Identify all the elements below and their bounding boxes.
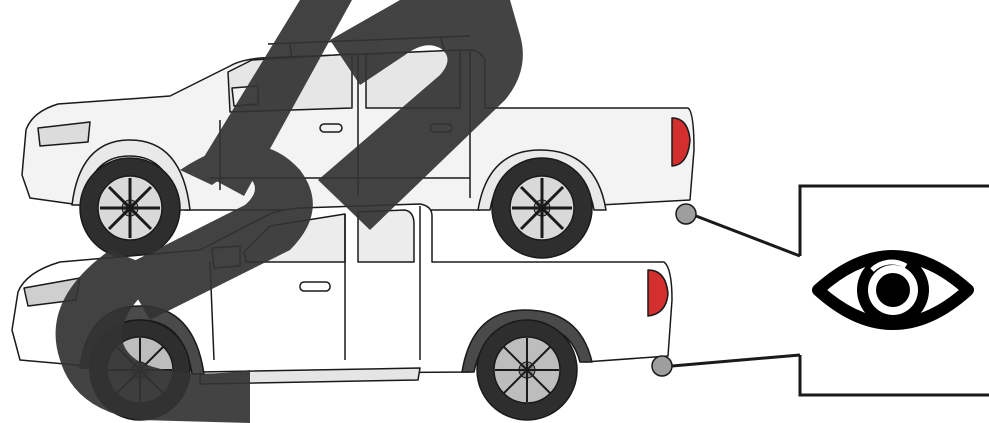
sensor-point-top xyxy=(676,204,696,224)
wheel xyxy=(477,320,577,420)
wheel xyxy=(80,158,180,258)
door-handle xyxy=(320,124,342,132)
callout-connector xyxy=(672,216,800,366)
sensor-point-bottom xyxy=(652,356,672,376)
door-handle xyxy=(300,282,330,291)
wheel xyxy=(492,158,592,258)
eye-icon xyxy=(818,254,968,326)
